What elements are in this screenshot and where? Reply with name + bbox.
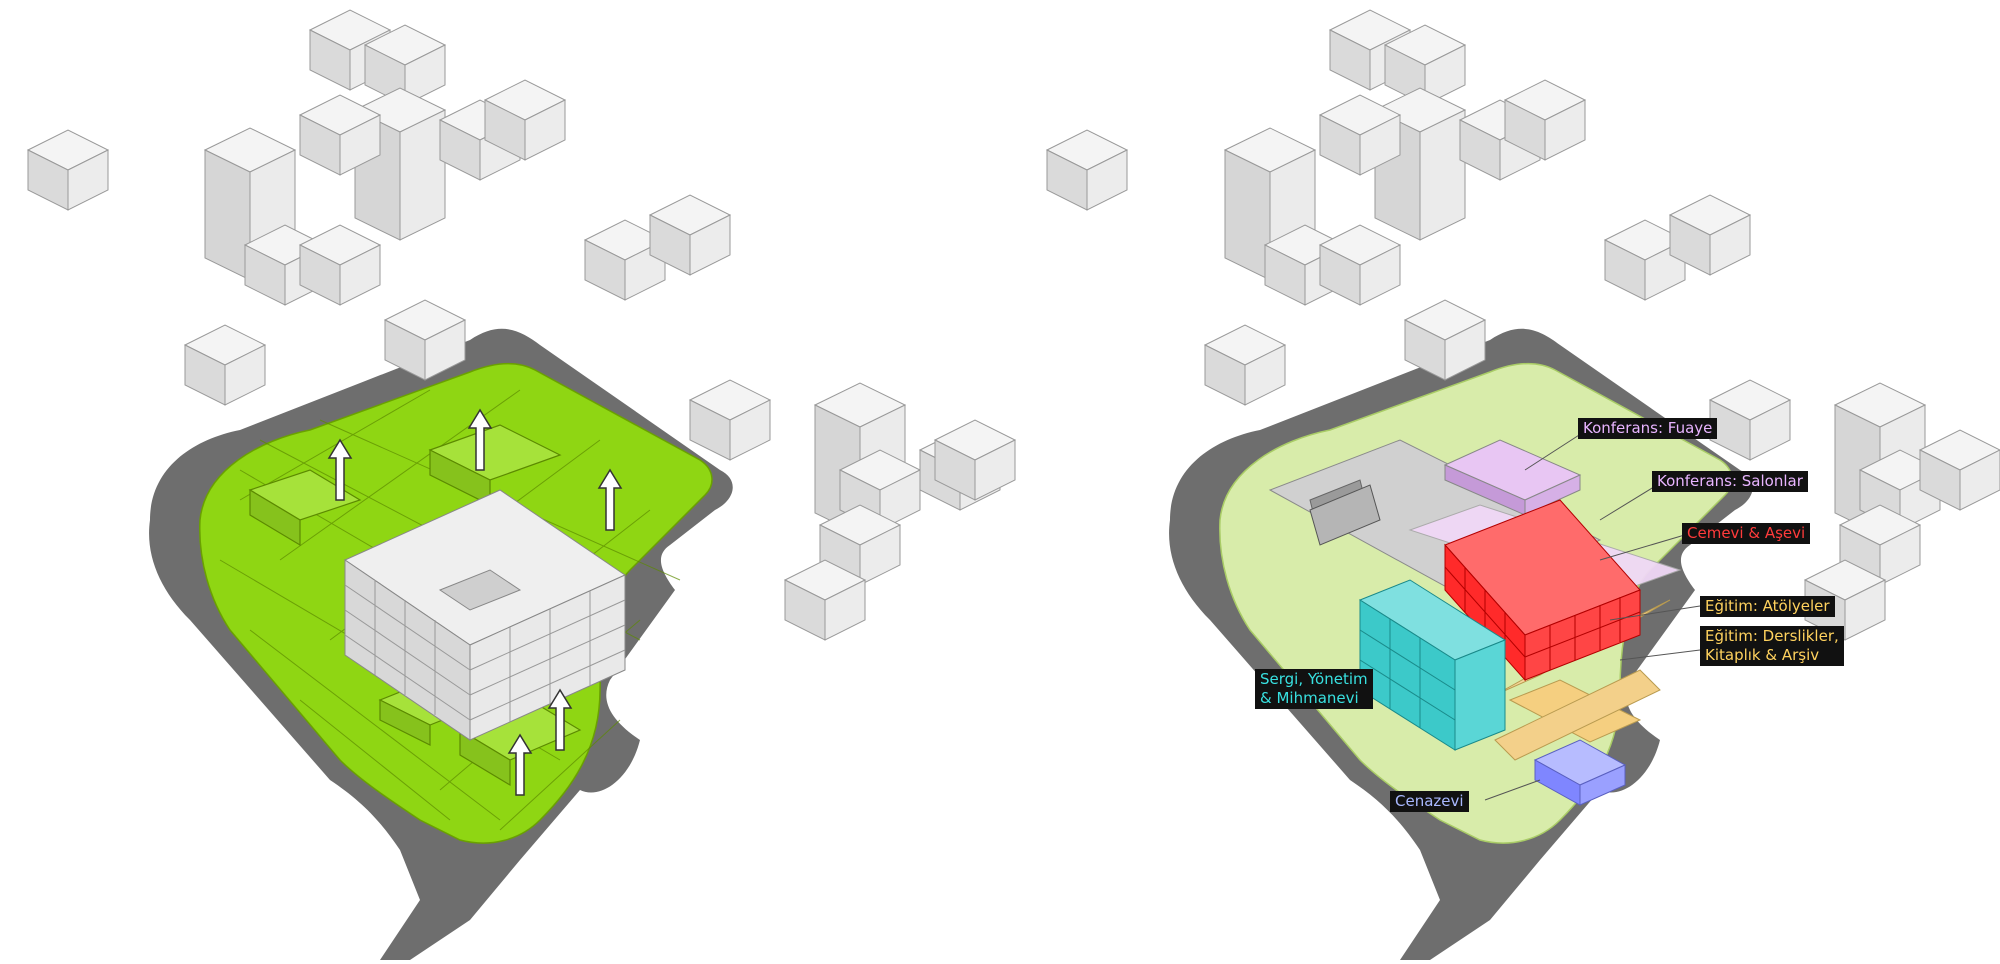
left-central-building — [343, 489, 627, 741]
label-cemevi-asevi: Cemevi & Aşevi — [1682, 523, 1811, 544]
block-sergi — [1358, 579, 1507, 751]
label-sergi-yonetim: Sergi, Yönetim& Mihmanevi — [1255, 669, 1373, 709]
label-cenazevi: Cenazevi — [1390, 791, 1469, 812]
right-panel — [1046, 9, 2000, 960]
label-konferans-fuaye: Konferans: Fuaye — [1578, 418, 1718, 439]
label-egitim-atolyeler: Eğitim: Atölyeler — [1700, 596, 1835, 617]
leader-lines — [1357, 427, 1701, 801]
block-konferans-fuaye — [1443, 439, 1582, 516]
label-egitim-derslikler: Eğitim: Derslikler,Kitaplık & Arşiv — [1700, 626, 1844, 666]
left-panel — [27, 9, 1016, 960]
block-cenazevi — [1533, 739, 1627, 806]
label-konferans-salonlar: Konferans: Salonlar — [1652, 471, 1808, 492]
